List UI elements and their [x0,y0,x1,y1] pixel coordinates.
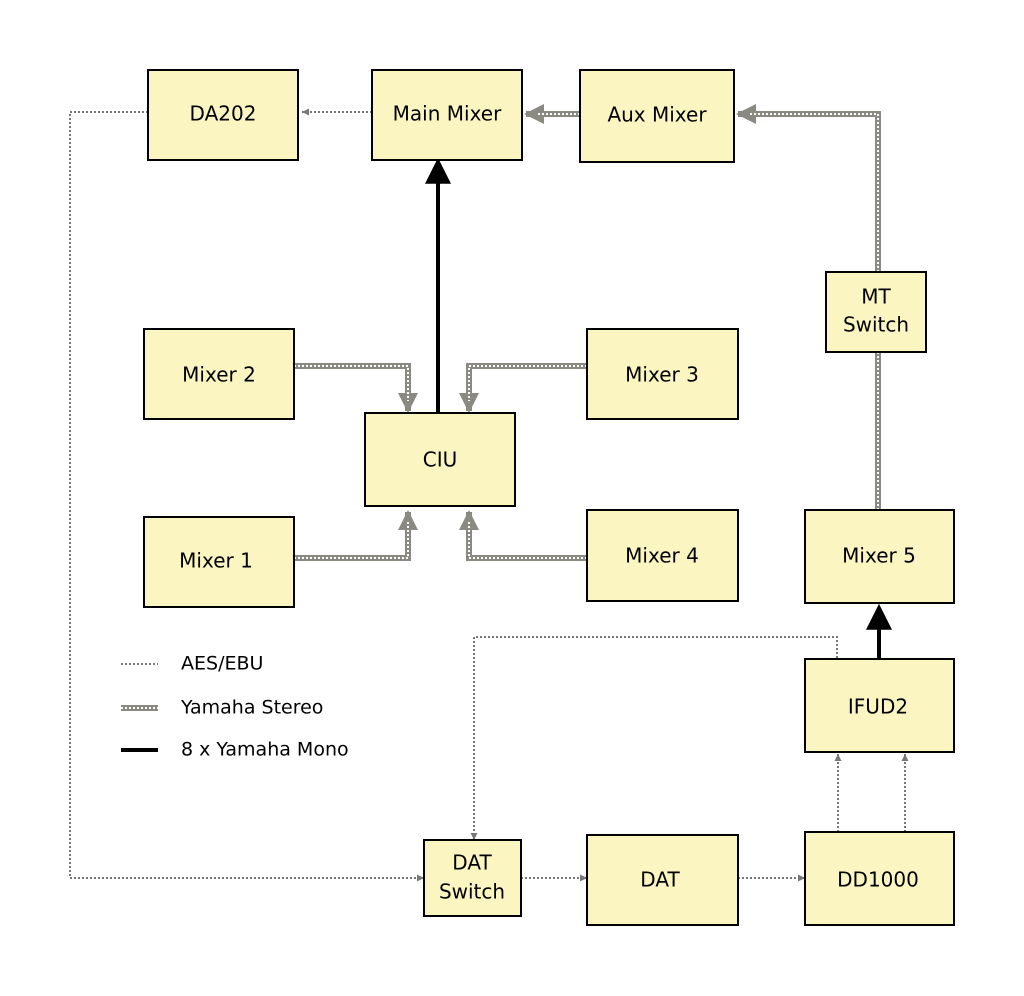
legend-item-aes-ebu: AES/EBU [121,653,263,675]
legend: AES/EBU Yamaha Stereo 8 x Yamaha Mono [121,653,349,761]
link-ifud2-to-dat-switch [470,636,838,840]
node-mixer-3: Mixer 3 [586,328,739,420]
legend-item-yamaha-mono: 8 x Yamaha Mono [121,739,349,761]
node-mixer-3-label: Mixer 3 [625,363,699,387]
legend-yamaha-mono-label: 8 x Yamaha Mono [181,739,349,761]
node-dd1000: DD1000 [804,831,955,926]
node-main-mixer-label: Main Mixer [393,102,502,126]
node-mixer-4: Mixer 4 [586,509,739,602]
node-da202: DA202 [147,69,299,161]
node-mt-switch-label-line-1: MT [861,285,891,309]
legend-yamaha-stereo-label: Yamaha Stereo [180,697,323,719]
node-main-mixer: Main Mixer [371,69,523,161]
node-ifud2: IFUD2 [804,658,955,753]
legend-item-yamaha-stereo: Yamaha Stereo [121,697,323,719]
link-da202-to-dat-switch [69,111,424,882]
node-dat: DAT [586,834,739,926]
yamaha-stereo-links [294,104,881,561]
node-dd1000-label: DD1000 [837,868,919,892]
node-mixer-1-label: Mixer 1 [179,549,253,573]
link-mixer-1-to-ciu [294,510,418,561]
node-mt-switch: MT Switch [825,271,927,353]
aes-ebu-links [69,108,909,882]
link-mixer-3-to-ciu [459,363,587,413]
link-mt-switch-to-aux-mixer [736,104,881,272]
legend-aes-ebu-label: AES/EBU [181,653,263,675]
node-ciu-label: CIU [423,448,458,472]
node-mixer-5: Mixer 5 [804,509,955,604]
node-dat-switch: DAT Switch [423,839,522,917]
node-dat-switch-label-line-2: Switch [439,880,505,904]
node-mixer-5-label: Mixer 5 [842,544,916,568]
node-aux-mixer: Aux Mixer [579,69,735,163]
node-mt-switch-label-line-2: Switch [843,313,909,337]
node-aux-mixer-label: Aux Mixer [607,103,707,127]
node-dat-label: DAT [640,868,680,892]
node-mixer-2-label: Mixer 2 [182,363,256,387]
link-mixer-2-to-ciu [294,363,418,413]
node-mixer-2: Mixer 2 [143,328,295,420]
node-mixer-4-label: Mixer 4 [625,544,699,568]
node-ciu: CIU [364,412,516,507]
link-mixer-4-to-ciu [459,510,587,561]
node-da202-label: DA202 [190,102,257,126]
node-mixer-1: Mixer 1 [143,516,295,608]
node-ifud2-label: IFUD2 [848,695,908,719]
yamaha-mono-links [425,157,892,659]
node-dat-switch-label-line-1: DAT [452,851,492,875]
